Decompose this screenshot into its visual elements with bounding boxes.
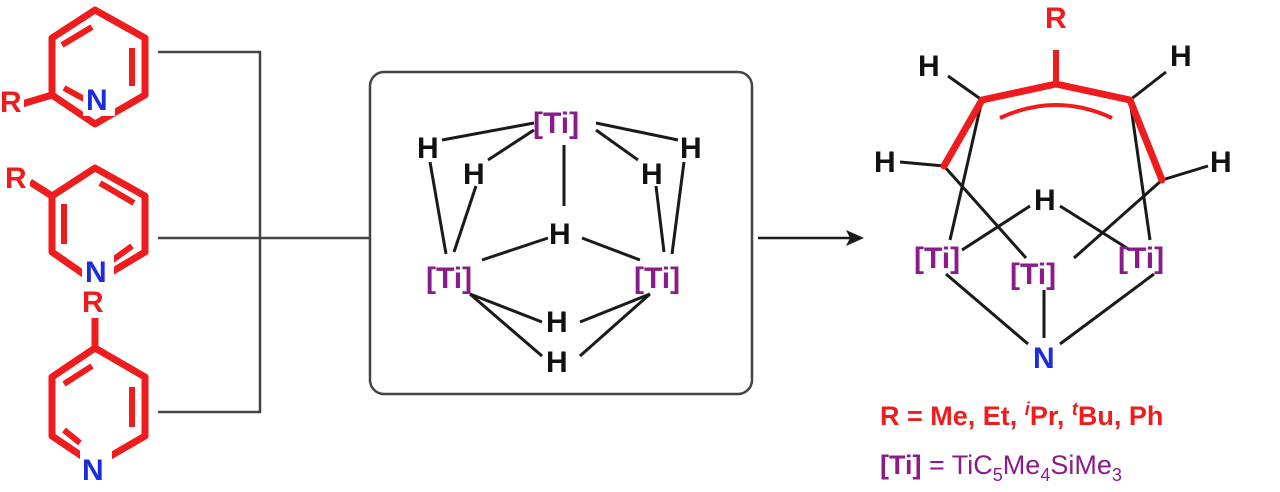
substituent-r-label: R (82, 286, 104, 319)
hydride-label: H (549, 218, 571, 251)
double-bond-inner (62, 363, 94, 387)
hydride-label: H (463, 158, 485, 191)
product-ring (940, 80, 1166, 184)
trihydride-cluster-box (368, 70, 754, 396)
hydrogen-label: H (1170, 40, 1192, 73)
substituent-r-label: R (0, 86, 22, 119)
nitrogen-label: N (86, 84, 108, 117)
allyl-delocalization-arc (999, 103, 1113, 120)
double-bond-inner (98, 180, 136, 206)
titanium-label-right: [Ti] (634, 262, 680, 295)
hydride-label: H (680, 132, 702, 165)
substituent-bond (28, 179, 54, 199)
r-definition: R = Me, Et, iPr, tBu, Ph (880, 399, 1163, 431)
reaction-arrow (758, 230, 864, 246)
nitrogen-label: N (82, 454, 104, 487)
hydride-label: H (641, 158, 663, 191)
titanium-label-left: [Ti] (914, 242, 960, 275)
titanium-label-top: [Ti] (533, 107, 579, 140)
hydride-label: H (546, 346, 568, 379)
hydrogen-label: H (918, 50, 940, 83)
pyridine-3-substituted: N R (4, 160, 149, 289)
double-bond-inner (60, 24, 94, 48)
pyridine-2-substituted: N R (0, 6, 149, 128)
reactant-connector (158, 50, 370, 414)
nitrogen-label: N (85, 256, 107, 289)
pyridine-ring (48, 6, 149, 128)
titanium-label-left: [Ti] (426, 262, 472, 295)
pyridine-4-substituted: N R (48, 286, 149, 487)
substituent-bond (20, 91, 54, 108)
ti-definition: [Ti] = TiC5Me4SiMe3 (880, 450, 1122, 485)
product-bonds (899, 50, 1209, 346)
double-bond-inner (62, 85, 88, 103)
cluster-bonds (428, 121, 686, 358)
product-atoms: R H H H H H [Ti] [Ti] [Ti] N (874, 2, 1232, 375)
hydrogen-label: H (874, 146, 896, 179)
hydride-label: H (417, 132, 439, 165)
hydrogen-label: H (1210, 146, 1232, 179)
double-bond-inner (62, 427, 82, 446)
hydride-label: H (546, 306, 568, 339)
substituent-r-label: R (1045, 2, 1067, 35)
nitrogen-label: N (1033, 342, 1055, 375)
hydride-bridge-label: H (1034, 184, 1056, 217)
substituent-r-label: R (5, 162, 27, 195)
titanium-label-right: [Ti] (1118, 242, 1164, 275)
titanium-label-center: [Ti] (1010, 258, 1056, 291)
cluster-atoms: [Ti] H H H H H [Ti] [Ti] H H (417, 107, 702, 379)
